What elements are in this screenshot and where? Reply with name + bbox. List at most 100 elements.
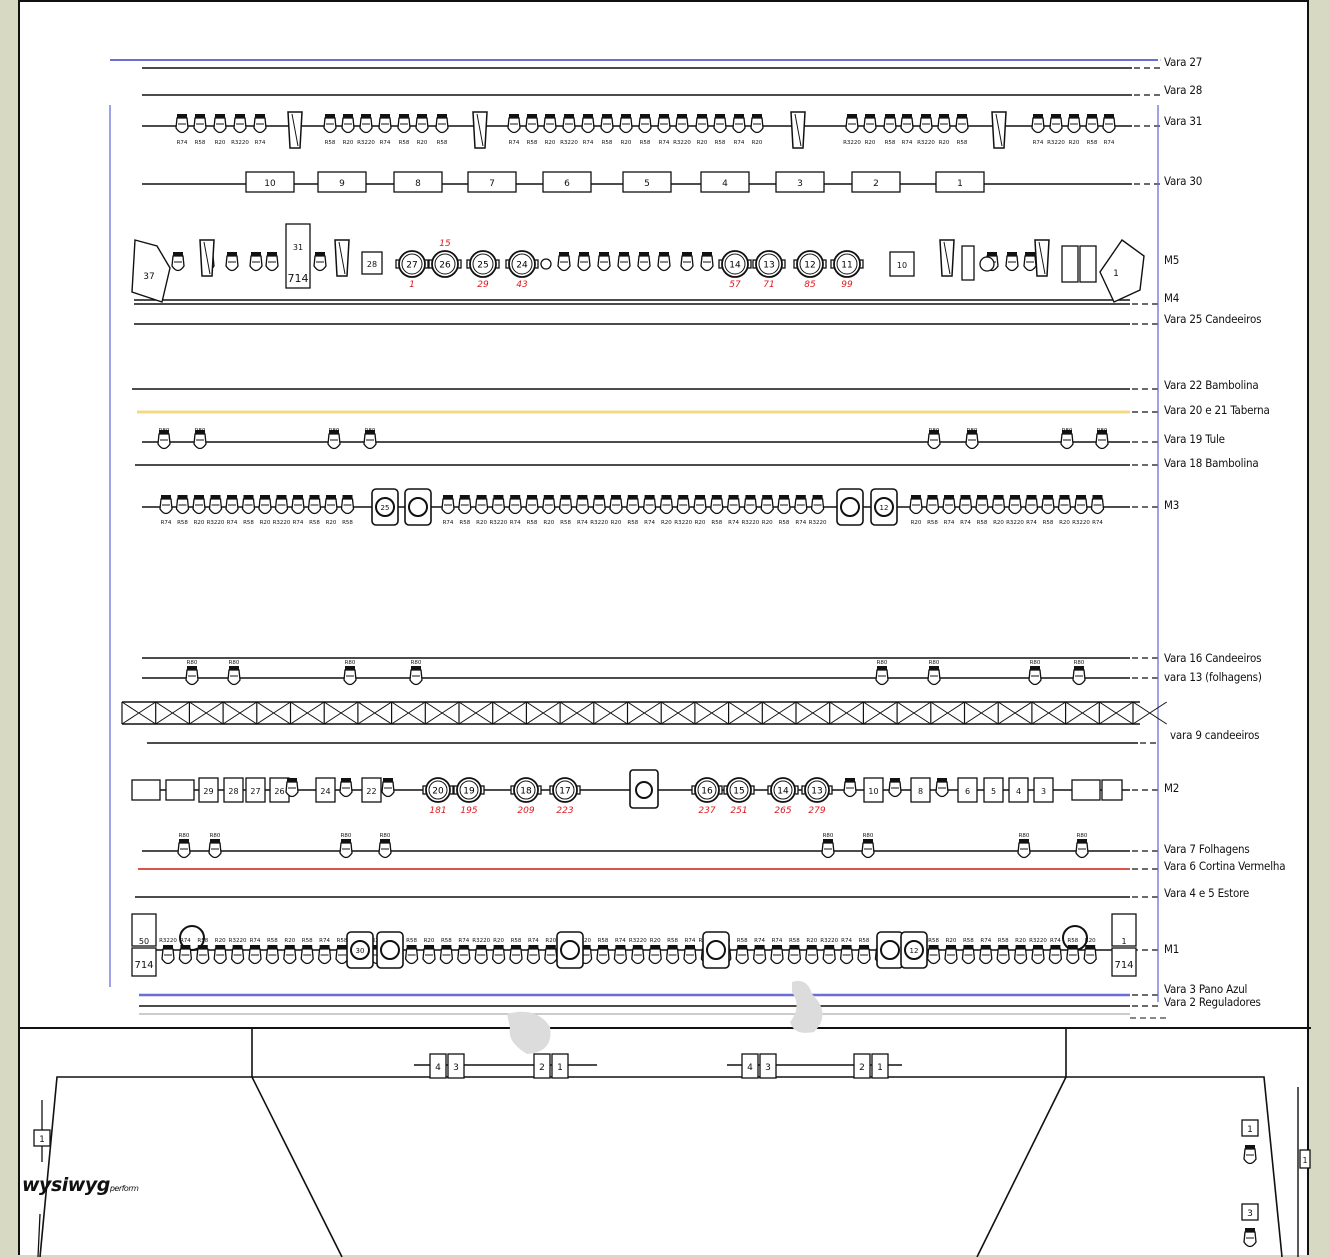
gel-label: R58 — [928, 938, 939, 944]
vara30-box — [393, 171, 443, 193]
gel-label: R74 — [319, 938, 330, 944]
spot-yoke — [1087, 114, 1097, 118]
truss-diagonal — [913, 712, 932, 725]
truss-diagonal — [1099, 712, 1117, 725]
spot-fixture — [1031, 114, 1045, 134]
m3-spot — [659, 495, 674, 515]
spot-yoke — [229, 666, 239, 670]
gel-label: R3220 — [207, 520, 225, 526]
m3-spot — [525, 495, 539, 515]
rail-label: Vara 6 Cortina Vermelha — [1164, 859, 1286, 873]
spot-body — [196, 948, 210, 965]
m1-corner-label: 1 — [1121, 937, 1126, 946]
spot-body — [695, 117, 709, 134]
spot-body — [979, 948, 993, 965]
spot-body — [863, 117, 877, 134]
spot-fixture — [657, 114, 671, 134]
mover-lens — [758, 253, 780, 275]
truss-diagonal — [627, 712, 645, 725]
truss-diagonal — [172, 701, 190, 714]
truss-diagonal — [1099, 701, 1117, 714]
m2-box-label: 10 — [868, 787, 878, 796]
truss-diagonal — [1048, 712, 1066, 725]
gel-label: R58 — [1087, 140, 1098, 146]
gel-label: R3220 — [229, 938, 247, 944]
m1-spot — [665, 945, 680, 965]
spot-yoke — [399, 114, 409, 118]
vara7-spot — [861, 839, 875, 859]
vara30-box — [700, 171, 750, 193]
gel-label: R20 — [661, 520, 672, 526]
spot-yoke — [545, 945, 556, 949]
m5-block-label: 31 — [293, 243, 303, 252]
m1-spot — [1083, 945, 1097, 965]
m1-end-unit — [1111, 947, 1137, 977]
m3-spot — [1024, 495, 1039, 515]
spot-fixture — [175, 114, 189, 134]
spot-body — [575, 498, 590, 515]
spot-yoke — [215, 114, 225, 118]
spot-body — [241, 498, 256, 515]
spot-fixture — [863, 114, 877, 134]
spot-body — [341, 117, 355, 134]
spot-yoke — [195, 430, 205, 434]
spot-body — [307, 498, 322, 515]
gel-label: R20 — [946, 938, 957, 944]
spot-body — [1031, 117, 1045, 134]
spot-body — [861, 842, 875, 859]
gel-label: R58 — [789, 938, 800, 944]
spot-yoke — [682, 252, 692, 256]
tall-fixture-detail — [476, 113, 484, 147]
m5-spot — [1005, 252, 1019, 272]
m1-spot — [961, 945, 976, 965]
spot-fixture — [1102, 114, 1116, 134]
truss-diagonal — [997, 701, 1016, 714]
gel-label: R58 — [779, 520, 790, 526]
spot-body — [415, 117, 429, 134]
m5-spot — [265, 252, 279, 272]
truss-diagonal — [357, 712, 375, 725]
spot-body — [648, 948, 662, 965]
spot-yoke — [564, 114, 574, 118]
spot-yoke — [963, 945, 974, 949]
gel-label: R74 — [944, 520, 955, 526]
auditorium-left-wall — [39, 1076, 252, 1257]
spot-yoke — [823, 839, 833, 843]
spot-fixture — [638, 114, 652, 134]
spot-yoke — [476, 495, 487, 499]
spot-body — [339, 842, 353, 859]
spot-yoke — [1067, 945, 1078, 949]
spot-yoke — [847, 114, 857, 118]
spot-body — [770, 948, 784, 965]
spot-yoke — [309, 495, 320, 499]
mover-lens — [511, 253, 533, 275]
m1-spot — [926, 945, 941, 965]
spot-fixture — [675, 114, 689, 134]
side-box — [33, 1129, 51, 1147]
m3-spot — [324, 495, 338, 515]
spot-yoke — [441, 945, 452, 949]
rail-label: vara 9 candeeiros — [1170, 728, 1260, 742]
vara30-box — [935, 171, 985, 193]
gel-label: R74 — [255, 140, 266, 146]
foh-box-label: 4 — [435, 1063, 441, 1073]
spot-body — [726, 498, 741, 515]
gel-label: R58 — [527, 140, 538, 146]
gel-label: R58 — [885, 140, 896, 146]
spot-fixture — [543, 114, 557, 134]
rail-label: Vara 25 Candeeiros — [1164, 312, 1262, 326]
spot-body — [752, 948, 767, 965]
m3-spot — [340, 495, 355, 515]
spot-fixture — [233, 114, 247, 134]
spot-body — [710, 498, 724, 515]
m3-spot — [175, 495, 190, 515]
m1-spot — [648, 945, 662, 965]
spot-yoke — [1026, 495, 1037, 499]
truss-diagonal — [307, 712, 325, 725]
spot-body — [265, 255, 279, 272]
spot-yoke — [921, 114, 931, 118]
m3-spot — [1074, 495, 1088, 515]
gel-label: R74 — [902, 140, 913, 146]
spot-yoke — [885, 114, 895, 118]
